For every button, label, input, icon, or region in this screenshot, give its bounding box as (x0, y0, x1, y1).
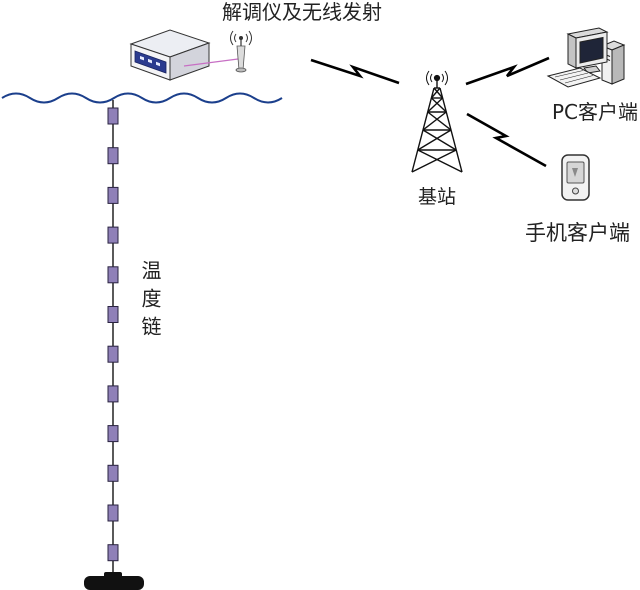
demodulator-label: 解调仪及无线发射 (222, 0, 382, 24)
sensor-node (107, 186, 119, 204)
sensor-node (107, 385, 119, 403)
sensor-node (107, 504, 119, 522)
mobile-phone-icon (561, 154, 590, 201)
base-station-label: 基站 (418, 186, 457, 208)
sensor-node (107, 266, 119, 284)
anchor-weight-icon (84, 572, 144, 590)
base-station-tower-icon (411, 70, 463, 173)
sensor-node (107, 147, 119, 165)
temperature-chain (84, 100, 144, 590)
desktop-pc-icon (546, 27, 626, 88)
lightning-link-icon (465, 56, 550, 86)
temperature-chain-label: 温度链 (138, 260, 162, 344)
sensor-node (107, 464, 119, 482)
sensor-nodes (107, 107, 119, 562)
antenna-cable (183, 58, 239, 67)
sensor-node (107, 107, 119, 125)
antenna-icon (230, 30, 252, 73)
sensor-node (107, 306, 119, 323)
wireless-links (310, 56, 550, 168)
demodulator-device-icon (129, 29, 211, 81)
pc-keyboard (546, 67, 602, 88)
water-wave-icon (1, 92, 283, 104)
sensor-node (107, 345, 119, 363)
sensor-node (107, 544, 119, 562)
phone-client-label: 手机客户端 (525, 221, 630, 245)
lightning-link-icon (310, 58, 400, 85)
pc-client-label: PC客户端 (551, 100, 638, 124)
sensor-node (107, 226, 119, 244)
lightning-link-icon (466, 112, 547, 168)
sensor-node (107, 425, 119, 443)
